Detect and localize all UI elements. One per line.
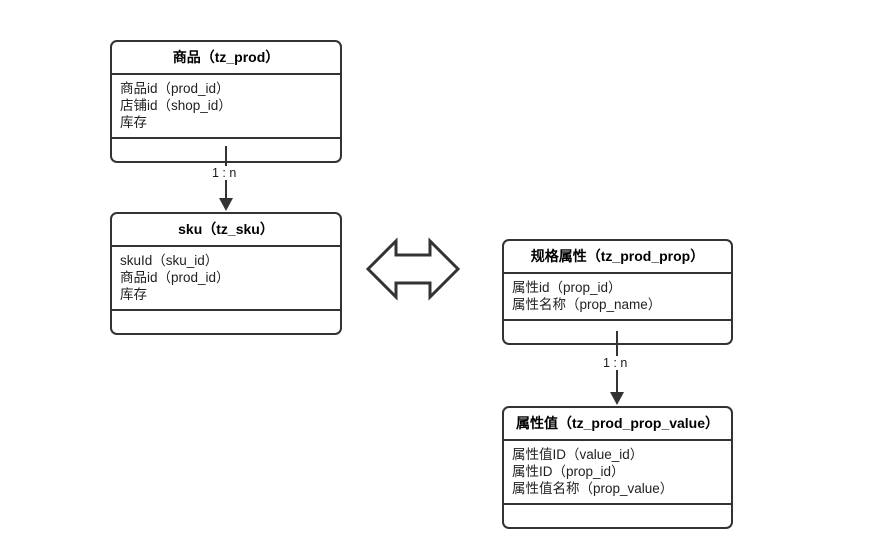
attribute-row: 属性id（prop_id） (512, 280, 622, 295)
entity-title-tz-prod-prop: 规格属性（tz_prod_prop） (504, 241, 731, 274)
relationship-label: 1 : n (209, 166, 240, 180)
entity-tz-prod-prop[interactable]: 规格属性（tz_prod_prop） 属性id（prop_id） 属性名称（pr… (502, 239, 733, 345)
entity-title-tz-prod: 商品（tz_prod） (112, 42, 340, 75)
attribute-row: 属性值ID（value_id） (512, 447, 644, 462)
entity-attributes-tz-prod-prop-value: 属性值ID（value_id） 属性ID（prop_id） 属性值名称（prop… (504, 441, 731, 505)
entity-tz-prod[interactable]: 商品（tz_prod） 商品id（prod_id） 店铺id（shop_id） … (110, 40, 342, 163)
attribute-row: 属性ID（prop_id） (512, 464, 625, 479)
entity-footer-tz-sku (112, 311, 340, 333)
relationship-prop-to-prop-value: 1 : n (600, 331, 631, 406)
entity-title-tz-prod-prop-value: 属性值（tz_prod_prop_value） (504, 408, 731, 441)
filled-triangle-arrow-icon (219, 198, 233, 211)
relationship-label: 1 : n (600, 356, 631, 370)
entity-attributes-tz-sku: skuId（sku_id） 商品id（prod_id） 库存 (112, 247, 340, 311)
attribute-row: 库存 (120, 287, 147, 302)
attribute-row: 店铺id（shop_id） (120, 98, 232, 113)
entity-attributes-tz-prod: 商品id（prod_id） 店铺id（shop_id） 库存 (112, 75, 340, 139)
attribute-row: skuId（sku_id） (120, 253, 219, 268)
attribute-row: 库存 (120, 115, 147, 130)
attribute-row: 商品id（prod_id） (120, 81, 230, 96)
double-headed-arrow-icon (365, 234, 461, 309)
entity-title-tz-sku: sku（tz_sku） (112, 214, 340, 247)
attribute-row: 属性名称（prop_name） (512, 297, 662, 312)
entity-footer-tz-prod-prop-value (504, 505, 731, 527)
entity-attributes-tz-prod-prop: 属性id（prop_id） 属性名称（prop_name） (504, 274, 731, 321)
relationship-prod-to-sku: 1 : n (209, 146, 240, 212)
attribute-row: 属性值名称（prop_value） (512, 481, 674, 496)
entity-tz-prod-prop-value[interactable]: 属性值（tz_prod_prop_value） 属性值ID（value_id） … (502, 406, 733, 529)
entity-tz-sku[interactable]: sku（tz_sku） skuId（sku_id） 商品id（prod_id） … (110, 212, 342, 335)
attribute-row: 商品id（prod_id） (120, 270, 230, 285)
filled-triangle-arrow-icon (610, 392, 624, 405)
